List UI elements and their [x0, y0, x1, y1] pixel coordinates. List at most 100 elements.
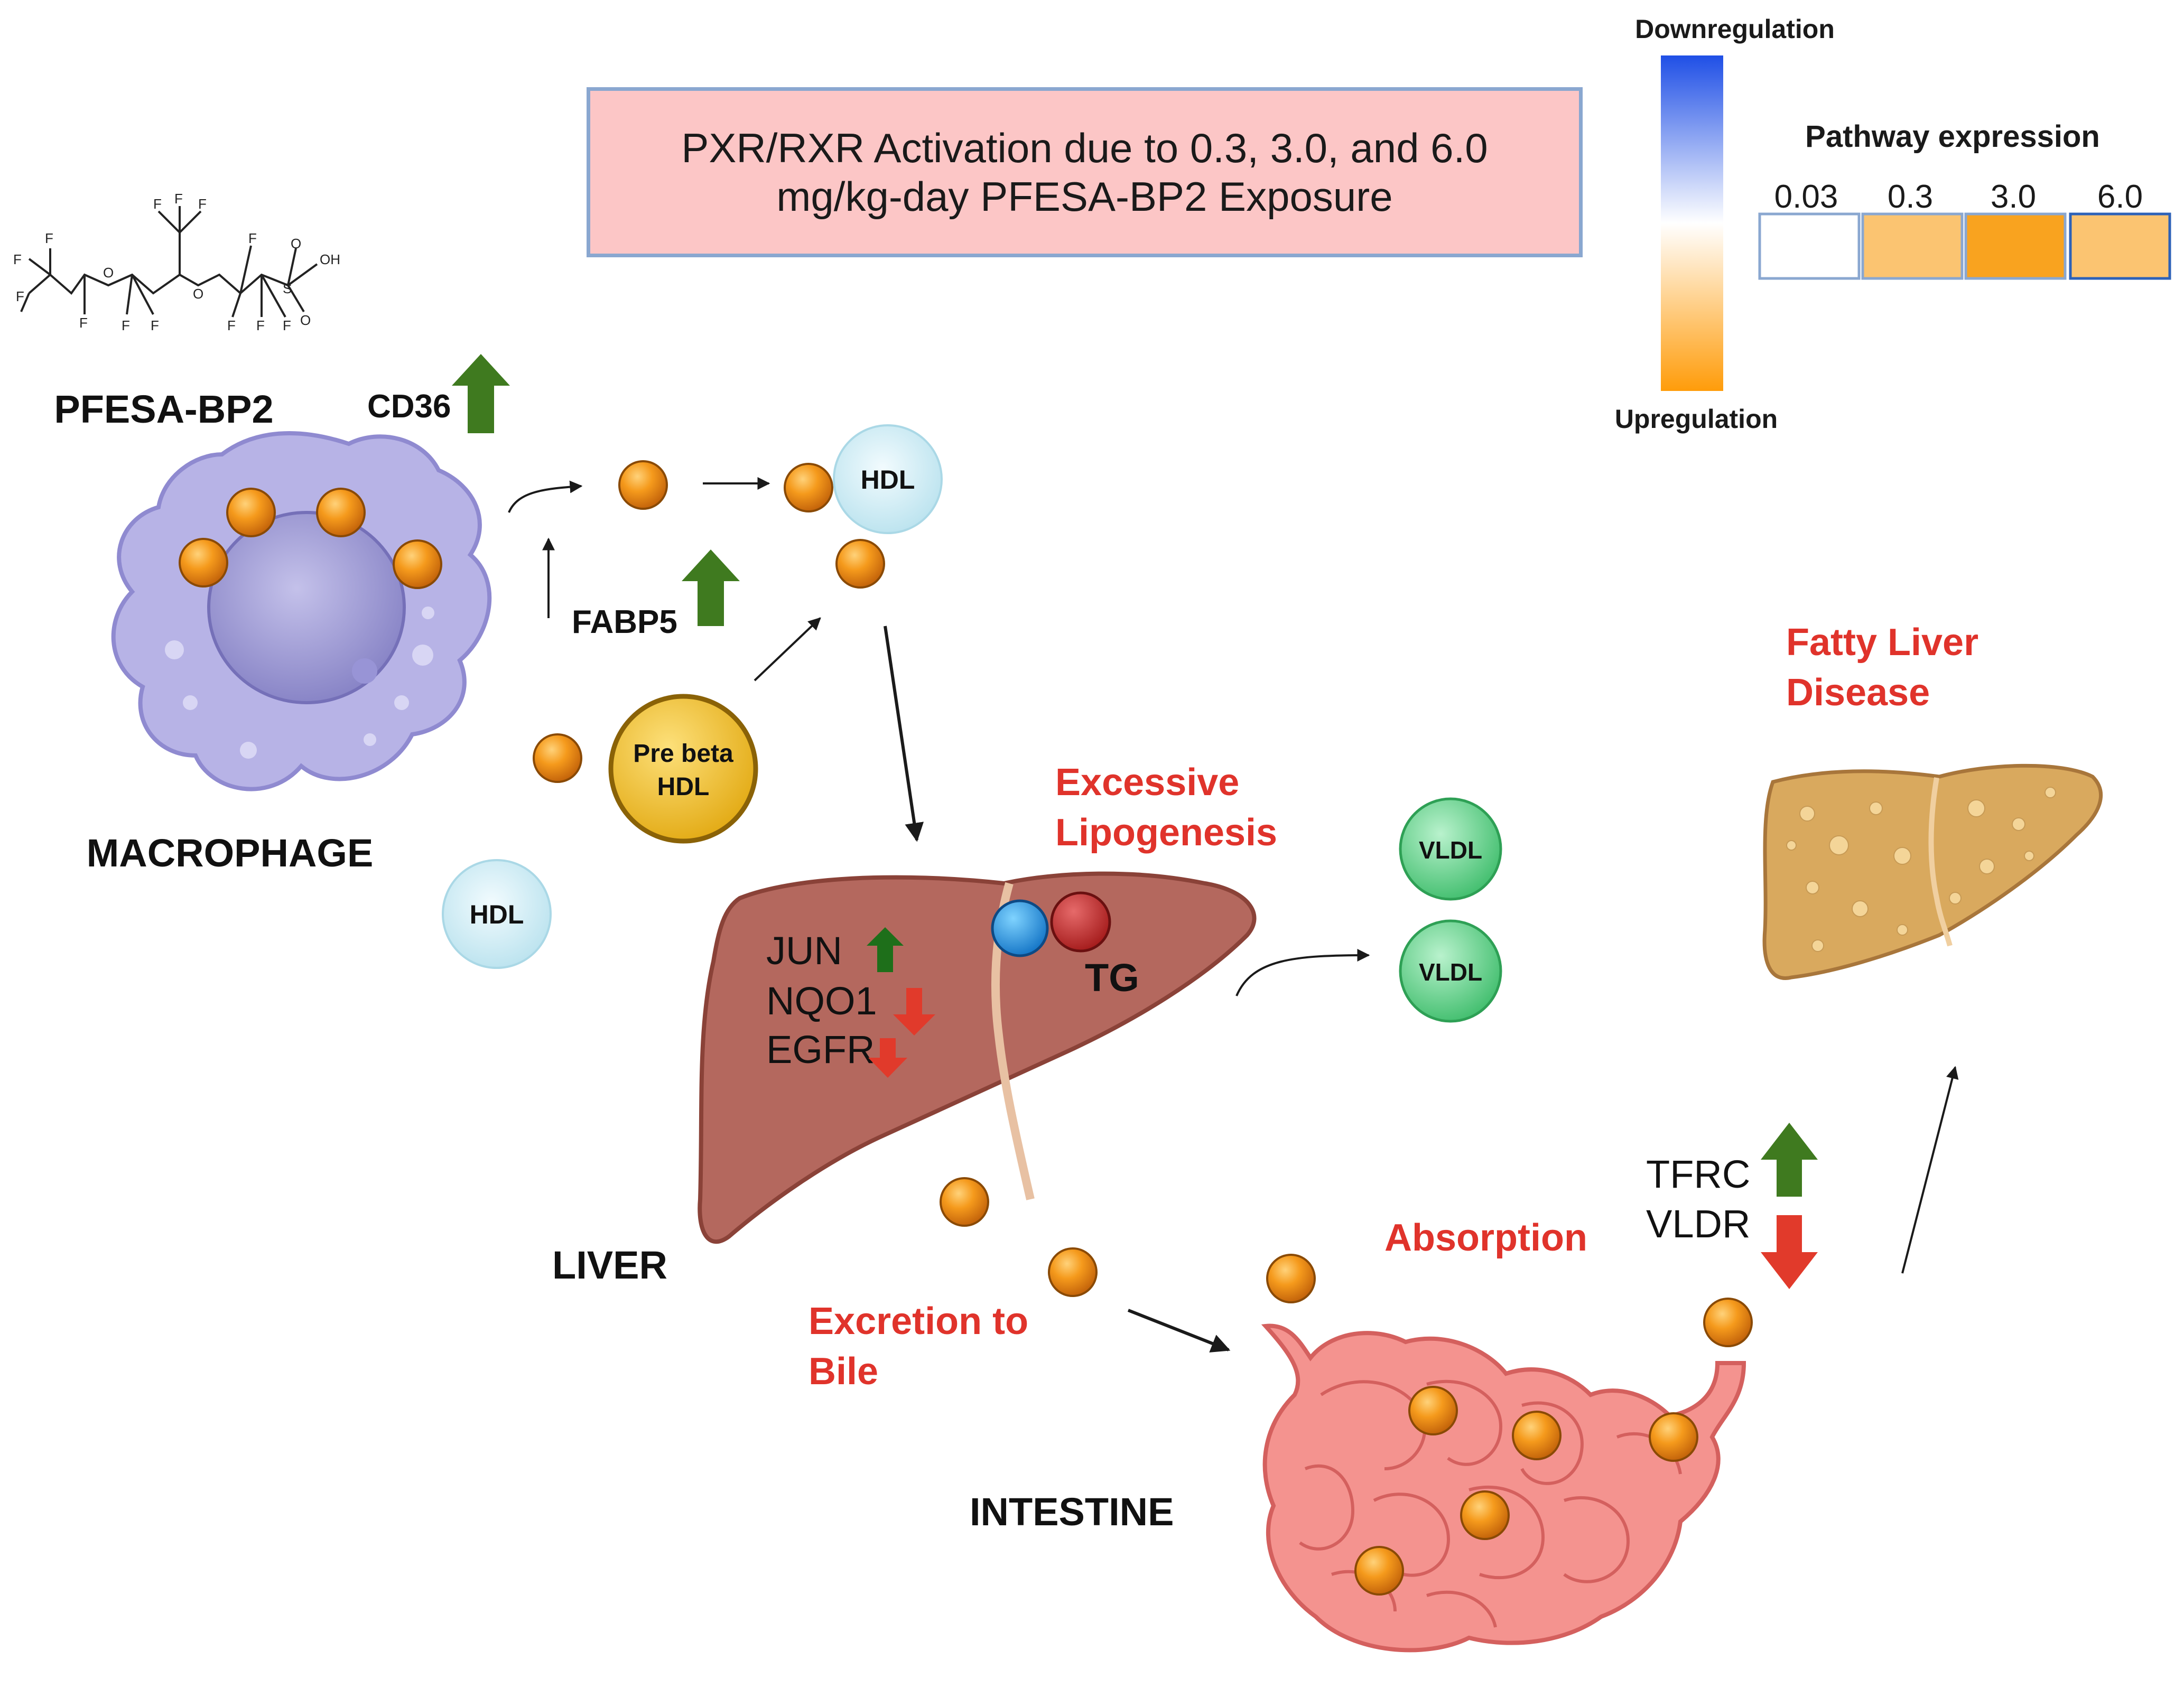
liver-label: LIVER	[552, 1243, 667, 1287]
pfas-molecule	[1048, 1247, 1098, 1297]
pfesa-bp2-structure	[20, 206, 318, 318]
macrophage-label: MACROPHAGE	[87, 831, 374, 875]
dose-box-2	[1964, 212, 2067, 280]
pfas-molecule	[393, 539, 442, 589]
nqo1-down-arrow-icon	[893, 988, 935, 1036]
intestine-organ	[1261, 1323, 1746, 1653]
flow-arrows	[508, 477, 1959, 1274]
pfas-molecule	[1649, 1412, 1698, 1462]
macrophage-cell	[111, 431, 492, 791]
chemical-name: PFESA-BP2	[54, 387, 273, 431]
flow-arrow	[508, 480, 583, 513]
pfas-molecule	[226, 488, 276, 537]
atom-f: F	[45, 230, 53, 246]
dose-box-1	[1861, 212, 1964, 280]
gene-egfr-label: EGFR	[766, 1028, 875, 1071]
exposure-header-box: PXR/RXR Activation due to 0.3, 3.0, and …	[587, 87, 1583, 257]
tg-label: TG	[1085, 956, 1139, 1000]
flow-arrow	[754, 617, 821, 682]
flow-arrow	[1901, 1066, 1959, 1274]
dose-box-0	[1758, 212, 1861, 280]
jun-up-arrow-icon	[867, 927, 904, 972]
pre-beta-hdl-label-1: Pre beta	[633, 740, 733, 768]
colorbar-top-label: Downregulation	[1635, 14, 1835, 44]
lipogenesis-line-1: Excessive	[1055, 761, 1239, 804]
atom-o: O	[193, 286, 203, 302]
pfas-molecule	[533, 733, 582, 783]
absorption-label: Absorption	[1384, 1217, 1587, 1259]
pfas-molecule	[1512, 1411, 1562, 1460]
lipid-blue-sphere	[991, 899, 1049, 957]
header-line-1: PXR/RXR Activation due to 0.3, 3.0, and …	[681, 124, 1488, 171]
pfas-molecule	[618, 460, 668, 510]
atom-oh: OH	[320, 251, 340, 267]
pfas-molecule	[835, 539, 885, 589]
pfas-molecule	[1460, 1490, 1510, 1540]
atom-f: F	[198, 196, 207, 212]
flow-arrow	[884, 626, 924, 842]
hdl-particle	[442, 859, 552, 969]
egfr-down-arrow-icon	[868, 1038, 907, 1078]
dose-box-3	[2069, 212, 2171, 280]
atom-o: O	[300, 312, 311, 328]
atom-f: F	[122, 318, 130, 333]
dose-label-0: 0.03	[1774, 179, 1838, 215]
pfas-molecule	[1354, 1546, 1404, 1596]
dose-label-2: 3.0	[1991, 179, 2036, 215]
vldl-particle	[1399, 797, 1502, 901]
vldl-label: VLDL	[1419, 958, 1482, 986]
intestine-pfas-molecules	[1354, 1386, 1698, 1596]
vldl-particle	[1399, 919, 1502, 1023]
dose-boxes: 0.03 0.3 3.0 6.0	[1758, 179, 2171, 280]
gene-fabp5-label: FABP5	[572, 604, 677, 640]
gene-cd36-label: CD36	[367, 388, 451, 425]
pre-beta-hdl-label-2: HDL	[657, 773, 710, 801]
excretion-line-2: Bile	[808, 1350, 878, 1393]
atom-f: F	[256, 318, 265, 333]
colorbar-bottom-label: Upregulation	[1615, 404, 1778, 434]
atom-f: F	[13, 251, 22, 267]
tfrc-up-arrow-icon	[1761, 1123, 1818, 1197]
structure-atoms: F F F F O F F F F F O F F F F O O S OH	[13, 191, 340, 333]
intestine-label: INTESTINE	[970, 1490, 1174, 1534]
pfas-molecule	[316, 488, 366, 537]
cd36-up-arrow-icon	[452, 354, 510, 433]
flow-arrow	[1235, 949, 1370, 996]
lipogenesis-line-2: Lipogenesis	[1055, 812, 1277, 854]
atom-f: F	[248, 230, 257, 246]
fatty-liver-line-2: Disease	[1786, 672, 1930, 714]
atom-f: F	[283, 318, 291, 333]
gene-tfrc-label: TFRC	[1646, 1152, 1750, 1196]
hdl-label: HDL	[861, 465, 915, 495]
pfas-molecule	[1408, 1386, 1458, 1435]
colorbar-gradient	[1661, 55, 1723, 391]
dose-label-3: 6.0	[2097, 179, 2143, 215]
pfas-molecule	[940, 1177, 989, 1227]
vldr-down-arrow-icon	[1761, 1215, 1818, 1289]
pfas-molecule	[784, 463, 833, 512]
pfas-molecule	[1703, 1298, 1753, 1347]
fatty-liver-line-1: Fatty Liver	[1786, 621, 1978, 664]
hdl-particle	[833, 424, 943, 534]
gene-nqo1-label: NQO1	[766, 979, 877, 1023]
header-line-2: mg/kg-day PFESA-BP2 Exposure	[776, 173, 1393, 220]
atom-f: F	[153, 196, 162, 212]
vldl-label: VLDL	[1419, 836, 1482, 864]
atom-o: O	[291, 236, 301, 251]
hdl-label: HDL	[470, 900, 524, 929]
pathway-expression-title: Pathway expression	[1805, 119, 2100, 154]
atom-f: F	[151, 318, 159, 333]
lipid-red-sphere	[1050, 891, 1111, 953]
pfas-molecule	[179, 538, 228, 587]
atom-f: F	[16, 288, 24, 304]
fabp5-up-arrow-icon	[682, 549, 740, 626]
atom-f: F	[174, 191, 183, 207]
fatty-liver-organ	[1762, 763, 2103, 980]
atom-o: O	[103, 265, 114, 281]
dose-label-1: 0.3	[1888, 179, 1933, 215]
gene-jun-label: JUN	[766, 929, 842, 973]
atom-f: F	[227, 318, 236, 333]
atom-f: F	[79, 315, 88, 331]
gene-vldr-label: VLDR	[1646, 1202, 1750, 1246]
